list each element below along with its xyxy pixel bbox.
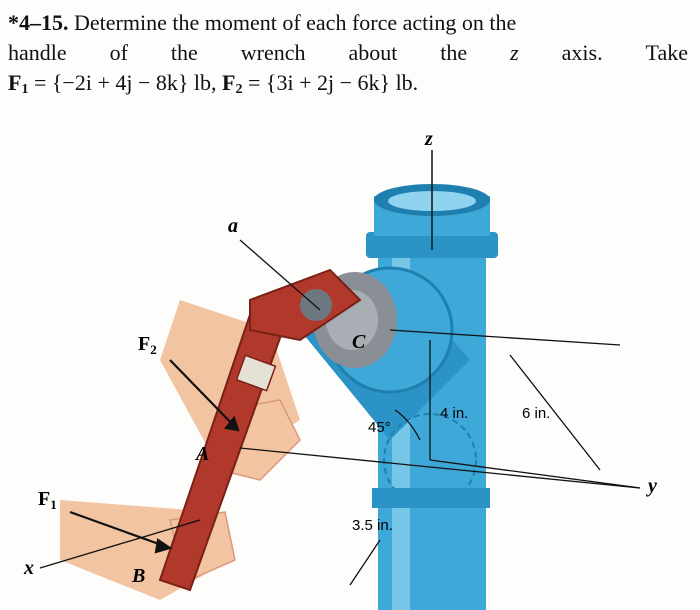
f2-arrow-shaft xyxy=(169,359,239,431)
f2-value: = {3i + 2j − 6k} lb. xyxy=(242,70,419,95)
problem-line-1: *4–15. Determine the moment of each forc… xyxy=(8,8,688,38)
problem-word: about xyxy=(348,40,398,65)
problem-word: Take xyxy=(645,40,688,65)
f2-subscript: 2 xyxy=(235,82,243,97)
problem-word: the xyxy=(170,40,198,65)
line-horizontal-top xyxy=(389,329,621,346)
problem-word: axis. xyxy=(561,40,603,65)
problem-word: z xyxy=(510,40,519,65)
f1-value: = {−2i + 4j − 8k} lb, xyxy=(28,70,223,95)
label-z: z xyxy=(424,128,433,150)
problem-word: handle xyxy=(8,40,67,65)
f1-arrow-head xyxy=(154,538,173,554)
pipe-wrench xyxy=(158,268,362,592)
problem-line-2: handle of the wrench about the z axis. Take xyxy=(8,38,688,68)
dim-35in xyxy=(349,539,381,586)
wrench-nut xyxy=(235,354,277,392)
label-c: C xyxy=(352,331,366,353)
pipe-assembly xyxy=(300,184,498,610)
label-y: y xyxy=(646,475,657,497)
label-x: x xyxy=(23,557,34,579)
label-dim-35: 3.5 in. xyxy=(352,517,393,534)
dim-6in xyxy=(509,354,601,471)
problem-word: the xyxy=(440,40,468,65)
f1-subscript: 1 xyxy=(21,82,29,97)
label-b: B xyxy=(131,565,145,587)
label-f2: F2 xyxy=(138,333,157,357)
problem-word: of xyxy=(109,40,128,65)
label-f1: F1 xyxy=(38,488,57,512)
problem-word: wrench xyxy=(240,40,306,65)
wrench-pipe-figure: z a F2 C A F1 x B y 45° 4 in. 6 in. 3.5 … xyxy=(23,128,657,610)
pipe-lower-collar xyxy=(372,488,490,508)
label-a: a xyxy=(228,215,238,237)
force-arrows xyxy=(69,359,240,554)
label-a-point: A xyxy=(194,443,209,465)
f1-symbol: F xyxy=(8,70,22,95)
problem-text-1: Determine the moment of each force actin… xyxy=(74,10,517,35)
problem-number: *4–15. xyxy=(8,10,69,35)
line-horizontal-mid xyxy=(239,447,641,489)
line-a xyxy=(239,239,321,311)
line-x-axis xyxy=(39,519,201,569)
label-dim-4: 4 in. xyxy=(440,405,468,422)
problem-line-3: F1 = {−2i + 4j − 8k} lb, F2 = {3i + 2j −… xyxy=(8,68,688,105)
f1-arrow-shaft xyxy=(69,510,171,550)
wrench-knob xyxy=(300,289,332,321)
label-angle: 45° xyxy=(368,419,391,436)
line-y-axis xyxy=(429,459,641,489)
f2-symbol: F xyxy=(222,70,236,95)
f2-arrow-head xyxy=(223,415,240,432)
angle-arc xyxy=(394,409,421,441)
label-dim-6: 6 in. xyxy=(522,405,550,422)
reference-lines xyxy=(39,239,641,586)
problem-statement: *4–15. Determine the moment of each forc… xyxy=(8,8,688,105)
